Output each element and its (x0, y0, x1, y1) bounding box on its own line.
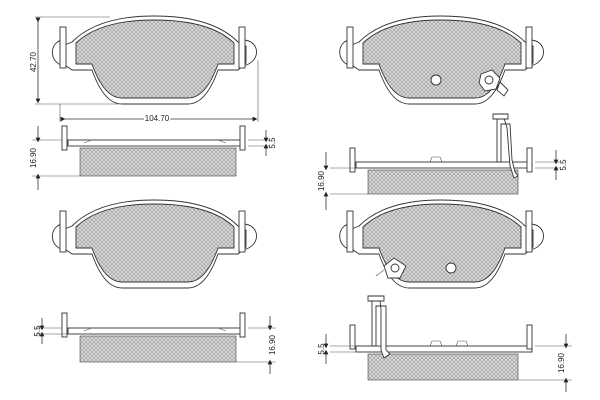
dimension-label-backplate-c: 5.5 (559, 159, 568, 171)
dimension-label-thickness-c: 16.90 (317, 170, 326, 191)
pad-front-view-top-right (339, 15, 544, 105)
pad-side-view-bottom-left: 5.5 16.90 (33, 312, 277, 374)
dimension-label-thickness-d: 16.90 (557, 352, 566, 373)
dimension-label-width: 104.70 (145, 114, 170, 123)
pad-side-view-top-right: 16.90 5.5 (317, 113, 568, 210)
dimension-top-height: 42.70 (29, 16, 120, 105)
dimension-label-backplate-a: 5.5 (268, 137, 277, 149)
pad-front-view-bottom-left (51, 199, 257, 289)
dimension-top-width: 104.70 (59, 60, 259, 125)
dimension-label-backplate-d: 5.5 (317, 343, 326, 355)
dimension-label-thickness-a: 16.90 (29, 147, 38, 168)
pad-front-view-bottom-right (339, 199, 544, 289)
dimension-label-height: 42.70 (29, 51, 38, 72)
pad-front-view-top-left (51, 15, 257, 105)
dimension-label-thickness-b: 16.90 (268, 334, 277, 355)
pad-side-view-top-left: 16.90 5.5 (29, 125, 277, 190)
dimension-label-backplate-b: 5.5 (33, 325, 42, 337)
pad-side-view-bottom-right: 5.5 16.90 (317, 295, 572, 392)
